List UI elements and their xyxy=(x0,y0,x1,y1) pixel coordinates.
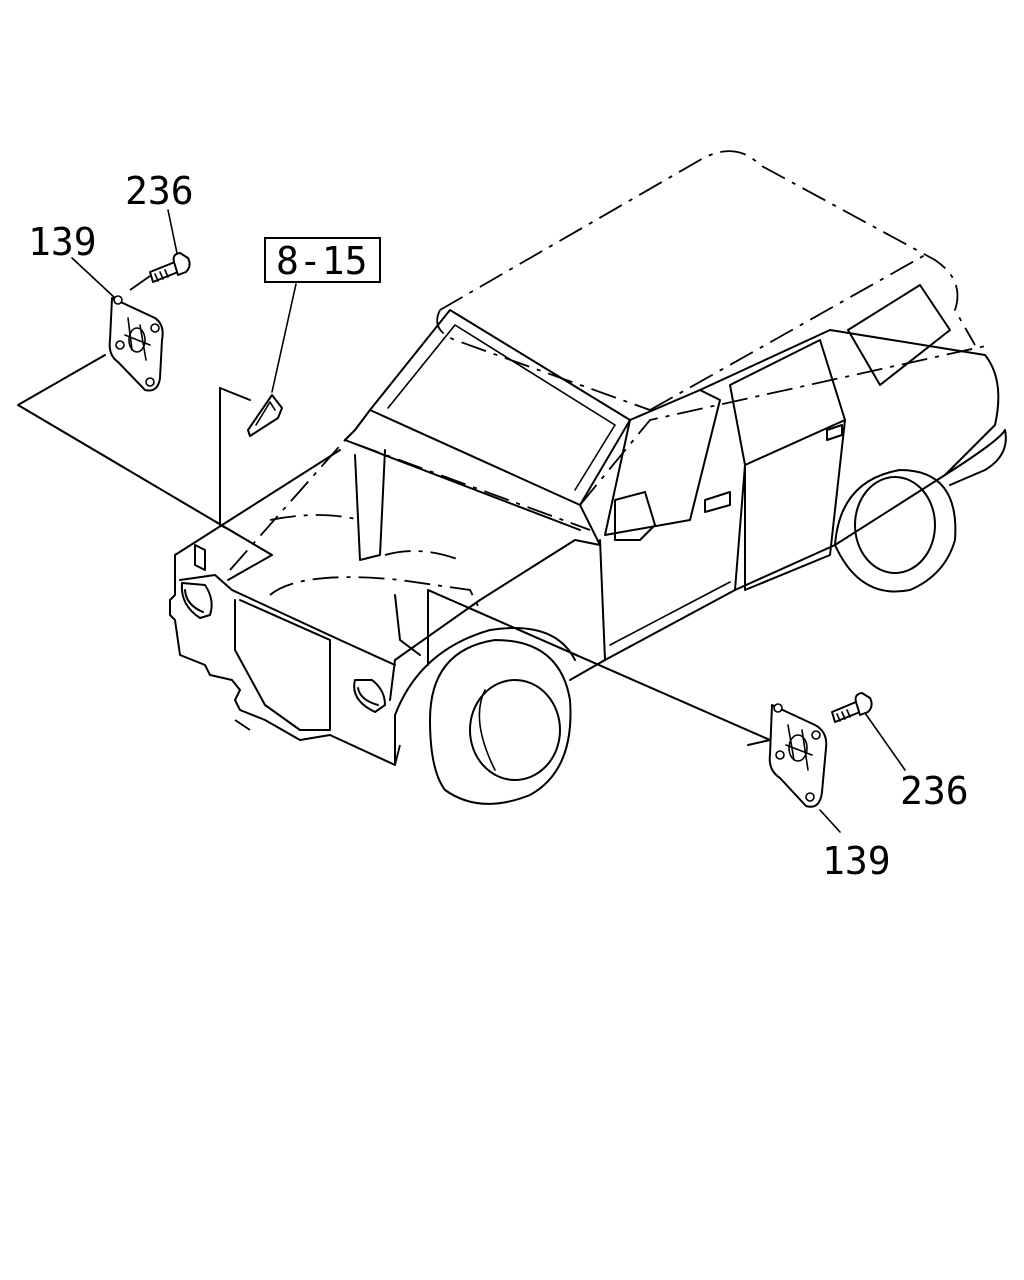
grommet-part xyxy=(247,394,283,437)
callout-236-top: 236 xyxy=(125,169,194,213)
leader-lines xyxy=(17,209,906,833)
mount-plate-bottom xyxy=(768,703,828,808)
callout-139-bottom: 139 xyxy=(822,839,891,883)
callout-139-top: 139 xyxy=(28,220,97,264)
vehicle-outline xyxy=(169,150,1007,805)
bolt-bottom xyxy=(831,692,873,723)
callout-236-bottom: 236 xyxy=(900,769,969,813)
ref-box-frame xyxy=(264,237,381,283)
mount-plate-top xyxy=(108,295,164,392)
callout-ref-8-15[interactable]: 8-15 xyxy=(276,239,368,283)
bolt-top xyxy=(129,252,191,291)
